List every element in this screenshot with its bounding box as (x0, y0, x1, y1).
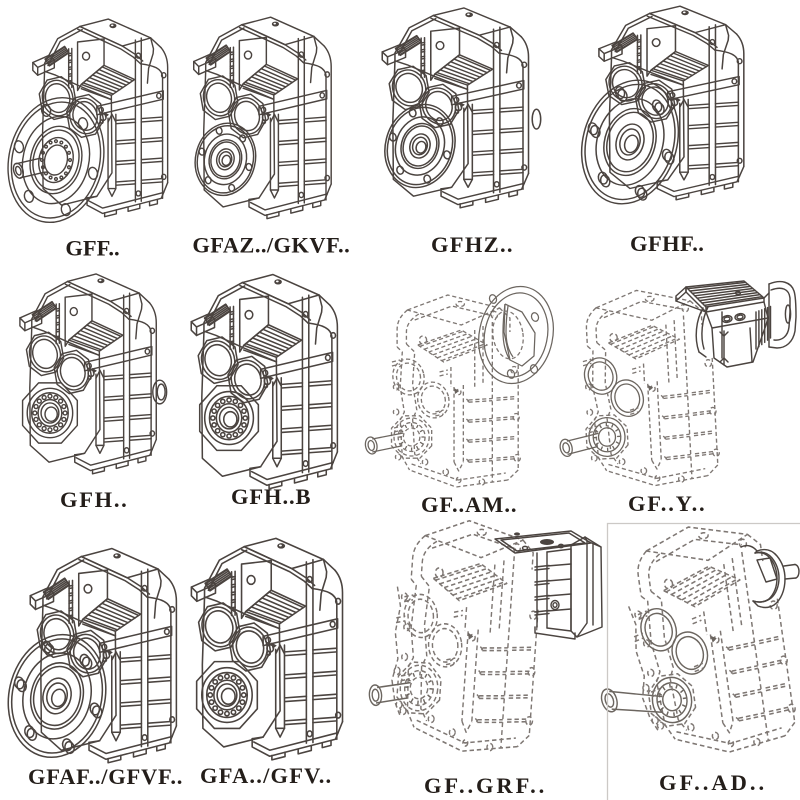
svg-text:GFA../GFV..: GFA../GFV.. (200, 763, 332, 788)
svg-text:GFH..B: GFH..B (231, 484, 311, 509)
svg-text:GF..Y..: GF..Y.. (628, 491, 706, 516)
svg-text:GF..GRF..: GF..GRF.. (424, 773, 547, 798)
svg-text:GFHF..: GFHF.. (630, 231, 704, 256)
svg-text:GFH..: GFH.. (60, 487, 129, 512)
svg-text:GF..AM..: GF..AM.. (421, 492, 517, 517)
svg-text:GFAF../GFVF..: GFAF../GFVF.. (28, 764, 183, 789)
svg-text:GFF..: GFF.. (65, 236, 119, 261)
svg-text:GFHZ..: GFHZ.. (431, 232, 514, 257)
svg-text:GF..AD..: GF..AD.. (659, 770, 767, 795)
svg-text:GFAZ../GKVF..: GFAZ../GKVF.. (192, 233, 350, 258)
